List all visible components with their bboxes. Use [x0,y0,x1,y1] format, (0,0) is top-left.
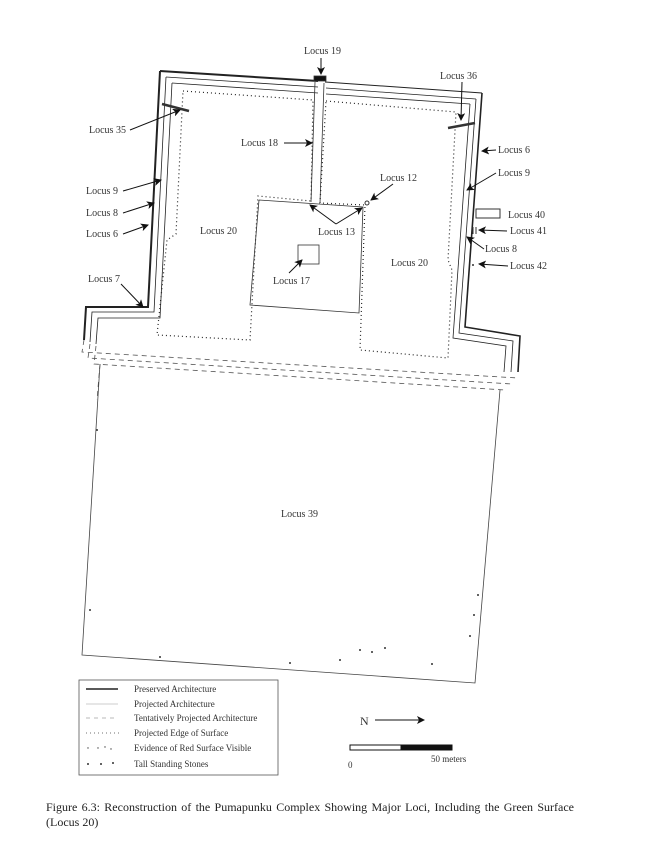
corridor [310,75,327,204]
outer-walls [83,70,521,373]
label-locus-6-right: Locus 6 [498,145,530,156]
label-locus-36: Locus 36 [440,71,477,82]
label-locus-35: Locus 35 [89,125,126,136]
features [161,102,501,234]
locus-39-plaza [81,363,501,684]
label-locus-6-left: Locus 6 [86,229,118,240]
label-locus-19: Locus 19 [304,46,341,57]
label-locus-20-right: Locus 20 [391,258,428,269]
label-locus-20-left: Locus 20 [200,226,237,237]
legend-label: Preserved Architecture [134,684,216,694]
north-label: N [360,714,369,728]
tentative-architecture [81,339,519,401]
label-locus-42: Locus 42 [510,261,547,272]
pointer-arrows [120,58,509,308]
central-court [249,199,364,314]
label-locus-40: Locus 40 [508,210,545,221]
north-arrow: N [360,714,425,728]
legend-label: Projected Architecture [134,699,215,709]
standing-stones [89,264,479,665]
scale-start: 0 [348,760,353,770]
label-locus-18: Locus 18 [241,138,278,149]
label-locus-7: Locus 7 [88,274,120,285]
figure-caption: Figure 6.3: Reconstruction of the Pumapu… [46,800,574,829]
legend-symbol-red-surface [87,746,112,750]
legend-label: Tentatively Projected Architecture [134,713,257,723]
scale-bar: 0 50 meters [348,744,467,770]
label-locus-39: Locus 39 [281,509,318,520]
legend-label: Evidence of Red Surface Visible [134,743,251,753]
label-locus-17: Locus 17 [273,276,310,287]
legend: Preserved Architecture Projected Archite… [78,679,279,776]
scale-end: 50 meters [431,754,467,764]
label-locus-41: Locus 41 [510,226,547,237]
label-locus-9-right: Locus 9 [498,168,530,179]
label-locus-8-right: Locus 8 [485,244,517,255]
legend-label: Projected Edge of Surface [134,728,228,738]
label-locus-9-left: Locus 9 [86,186,118,197]
legend-symbol-standing-stones [87,762,114,765]
surface-edge [156,90,457,359]
legend-label: Tall Standing Stones [134,759,209,769]
label-locus-12: Locus 12 [380,173,417,184]
label-locus-13: Locus 13 [318,227,355,238]
label-locus-8-left: Locus 8 [86,208,118,219]
